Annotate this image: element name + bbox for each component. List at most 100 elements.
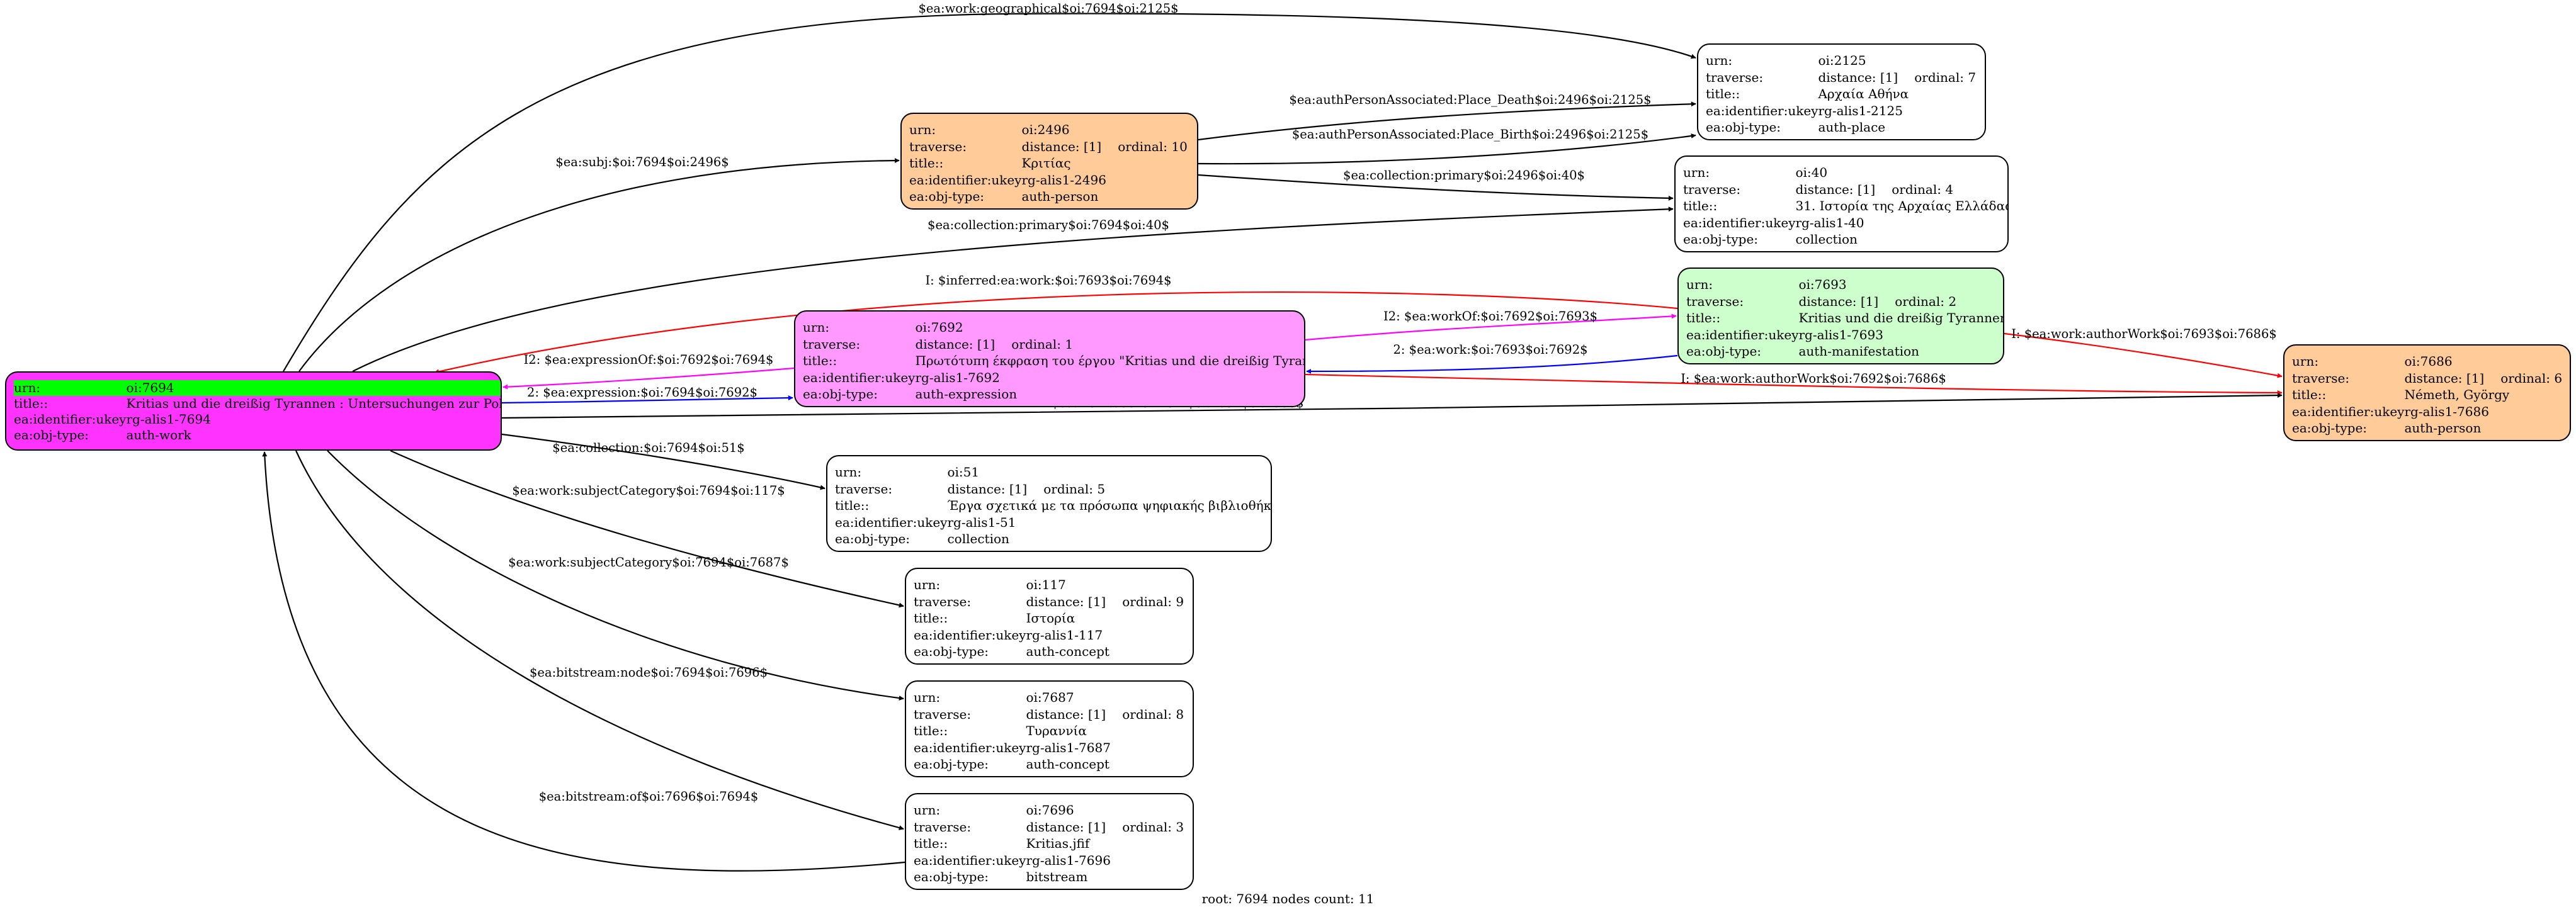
- edge-e-collprim7694: [352, 206, 1674, 372]
- edge-e-inferred: [434, 291, 1678, 374]
- edge-e-death: [1198, 101, 1696, 141]
- node-value-text: distance: [1]: [1026, 594, 1106, 609]
- node-key: urn:: [914, 690, 941, 705]
- node-value-text: Kritias und die dreißig Tyrannen: [1798, 310, 2004, 325]
- node-key: traverse:: [914, 819, 972, 835]
- edge-e-authwork7692: [1305, 373, 2283, 395]
- node-value-text: Τυραννία: [1026, 723, 1087, 738]
- edge-e-exprof: [502, 367, 795, 390]
- node-value: rg-alis1-51: [947, 514, 1271, 531]
- edge-label-e-authwork7692: I: $ea:work:authorWork$oi:7692$oi:7686$: [1681, 371, 1946, 386]
- node-value-text: auth-manifestation: [1798, 344, 1919, 359]
- node-value: rg-alis1-2496: [1021, 172, 1189, 189]
- node-value: distance: [1]ordinal: 7: [1818, 69, 1977, 86]
- node-value-text: oi:7687: [1026, 690, 1074, 705]
- node-value-text: distance: [1]: [2404, 370, 2485, 386]
- node-value: distance: [1]ordinal: 8: [1026, 706, 1185, 723]
- node-value: distance: [1]ordinal: 1: [915, 336, 1304, 353]
- node-value: rg-alis1-117: [1026, 627, 1185, 644]
- node-key: urn:: [2292, 354, 2319, 369]
- node-row: urn:oi:2125: [1706, 52, 1977, 69]
- node-row: title::Αρχαία Αθήνα: [1706, 86, 1977, 103]
- node-row: title::Έργα σχετικά με τα πρόσωπα ψηφιακ…: [835, 497, 1271, 514]
- node-row: urn:oi:40: [1683, 164, 2007, 181]
- edge-label-e-expr: 2: $ea:expression:$oi:7694$oi:7692$: [527, 385, 757, 400]
- node-ordinal: ordinal: 7: [1914, 69, 1977, 85]
- node-value-text: auth-person: [2404, 420, 2482, 436]
- edge-e-coll51: [501, 433, 826, 490]
- edge-label-e-exprof: I2: $ea:expressionOf:$oi:7692$oi:7694$: [524, 352, 774, 367]
- node-key: title::: [835, 498, 870, 513]
- node-ordinal: ordinal: 8: [1122, 706, 1184, 722]
- graph-footer: root: 7694 nodes count: 11: [1201, 891, 1375, 906]
- node-value-text: Αρχαία Αθήνα: [1818, 86, 1909, 101]
- node-key: title::: [803, 353, 837, 368]
- node-row: traverse:distance: [1]ordinal: 9: [914, 594, 1185, 611]
- node-key: title::: [909, 155, 944, 171]
- node-row: traverse:distance: [1]ordinal: 4: [1683, 181, 2007, 198]
- node-row: title::Kritias.jfif: [914, 835, 1185, 852]
- node-value-text: rg-alis1-7694: [126, 412, 211, 427]
- edge-e-bsnode: [295, 450, 904, 830]
- node-value: distance: [1]ordinal: 9: [1026, 594, 1185, 611]
- node-row: ea:obj-type:auth-expression: [803, 386, 1304, 403]
- node-ordinal: ordinal: 2: [1895, 293, 1957, 309]
- node-value-text: auth-place: [1818, 120, 1886, 135]
- node-key: ea:identifier:ukey: [914, 627, 1026, 643]
- node-key: ea:identifier:ukey: [803, 369, 916, 385]
- node-key: ea:obj-type:: [1706, 120, 1781, 135]
- edge-e-workof: [1305, 313, 1677, 341]
- node-row: traverse:distance: [1]ordinal: 10: [909, 138, 1189, 155]
- node-value: Németh, György: [2404, 386, 2562, 403]
- node-key: ea:obj-type:: [14, 427, 89, 442]
- node-key: ea:obj-type:: [2292, 420, 2368, 436]
- node-value: auth-expression: [915, 386, 1304, 403]
- edge-e-subjcat117: [390, 449, 904, 608]
- node-row: title::Kritias und die dreißig Tyrannen: [1686, 310, 2004, 327]
- node-value: auth-person: [2404, 420, 2562, 437]
- node-row: ea:obj-type:auth-concept: [914, 643, 1185, 660]
- node-value: Πρωτότυπη έκφραση του έργου "Kritias und…: [915, 352, 1304, 369]
- node-key: ea:obj-type:: [914, 644, 989, 659]
- node-value-text: Kritias und die dreißig Tyrannen : Unter…: [126, 396, 502, 411]
- edge-e-birth: [1198, 133, 1696, 165]
- node-key: traverse:: [1706, 69, 1764, 85]
- node-key: urn:: [914, 577, 941, 592]
- node-value-text: rg-alis1-2496: [1021, 172, 1106, 188]
- node-row: urn: oi:51: [835, 464, 1271, 481]
- node-key: traverse:: [2292, 370, 2350, 386]
- node-key: urn:: [803, 320, 830, 335]
- node-row: traverse: distance: [1]ordinal: 7: [1706, 69, 1977, 86]
- node-key: ea:identifier:ukey: [909, 172, 1022, 188]
- node-key: urn:: [835, 464, 862, 480]
- edge-label-e-death: $ea:authPersonAssociated:Place_Death$oi:…: [1289, 93, 1651, 107]
- edge-label-e-geo: $ea:work:geographical$oi:7694$oi:2125$: [918, 1, 1178, 16]
- node-value: oi:7686: [2404, 353, 2562, 370]
- node-key: title::: [14, 396, 48, 411]
- edge-e-subjcat7687: [327, 450, 904, 701]
- node-value-text: oi:51: [947, 464, 980, 480]
- node-value: distance: [1]ordinal: 4: [1795, 181, 2007, 198]
- node-key: ea:identifier:ukey: [1686, 327, 1799, 342]
- node-value: collection: [1795, 231, 2007, 248]
